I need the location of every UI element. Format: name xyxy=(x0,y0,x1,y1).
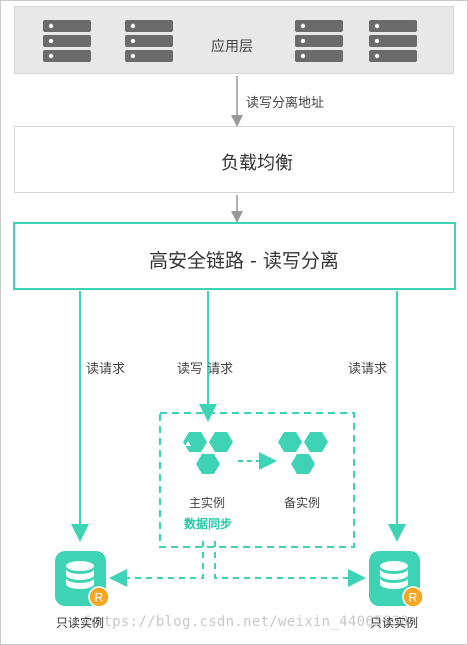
app-layer-label: 应用层 xyxy=(211,39,253,55)
standby-instance-icon xyxy=(278,432,328,474)
readonly-right-label: 只读实例 xyxy=(370,616,419,630)
cluster-box xyxy=(159,412,355,548)
secure-link-label: 高安全链路 - 读写分离 xyxy=(149,250,339,272)
primary-instance-label: 主实例 xyxy=(189,496,226,510)
standby-instance-label: 备实例 xyxy=(284,496,321,510)
sync-to-left xyxy=(109,541,204,587)
read-request-left-label: 读请求 xyxy=(86,362,126,377)
server-icon xyxy=(369,20,417,62)
rw-address-label: 读写分离地址 xyxy=(246,96,325,111)
server-icon xyxy=(125,20,173,62)
server-icon xyxy=(295,20,343,62)
readonly-left-label: 只读实例 xyxy=(56,616,105,630)
readonly-db-icon-right xyxy=(369,551,424,608)
load-balancer-box: 负载均衡 xyxy=(14,126,454,193)
data-sync-label: 数据同步 xyxy=(184,517,233,531)
readonly-db-icon-left xyxy=(55,551,110,608)
sync-to-right xyxy=(214,541,366,587)
primary-instance-icon xyxy=(183,432,233,474)
app-layer-box: 应用层 xyxy=(14,6,454,74)
read-write-request-label: 读写 请求 xyxy=(177,362,234,377)
server-icon xyxy=(43,20,91,62)
load-balancer-label: 负载均衡 xyxy=(221,153,293,174)
read-request-right-label: 读请求 xyxy=(348,362,388,377)
readonly-badge-right: R xyxy=(409,591,418,605)
readonly-badge-left: R xyxy=(95,591,104,605)
watermark-text: https://blog.csdn.net/weixin_44065838 xyxy=(86,614,409,630)
secure-link-box: 高安全链路 - 读写分离 xyxy=(13,222,456,290)
